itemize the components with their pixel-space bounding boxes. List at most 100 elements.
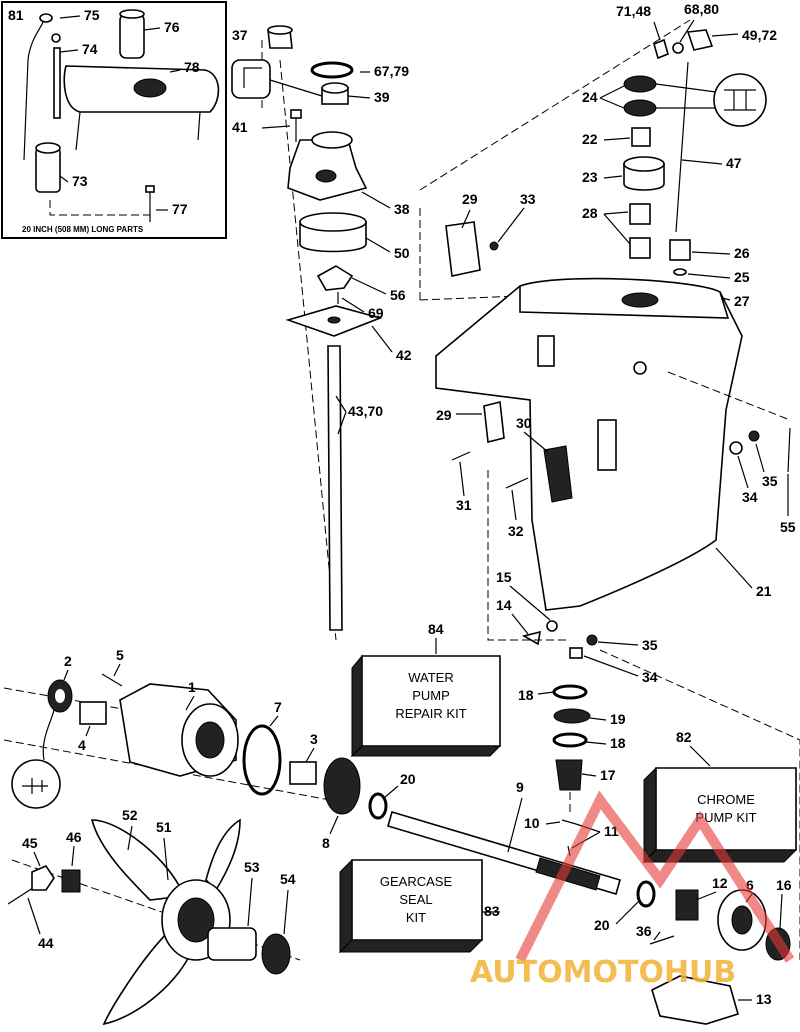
leader-74 [59, 49, 79, 53]
leader-5 [113, 663, 121, 677]
leader-31 [459, 461, 465, 497]
dash-gearcase-left [419, 208, 521, 301]
leader-17 [581, 773, 597, 777]
leader-39 [347, 95, 371, 99]
callout-14: 14 [496, 597, 512, 613]
leader-73 [59, 175, 69, 183]
callout-47: 47 [726, 155, 742, 171]
part-24-seal-b [623, 99, 657, 117]
leader-28a [603, 211, 629, 215]
kit-chrome-pump-face [655, 767, 797, 851]
leader-24a [599, 85, 625, 99]
leader-82 [689, 745, 711, 767]
leader-lube [42, 709, 55, 761]
callout-36: 36 [636, 923, 652, 939]
part-81-cap [39, 13, 53, 23]
part-41-head [290, 109, 302, 119]
leader-35-lower [597, 641, 639, 646]
callout-32: 32 [508, 523, 524, 539]
part-38-port [315, 169, 337, 183]
part-26 [669, 239, 691, 261]
leader-44 [27, 897, 41, 935]
inset-frame [1, 1, 227, 239]
callout-20-upper: 20 [400, 771, 416, 787]
kit-chrome-pump-line2: PUMP KIT [695, 810, 756, 825]
inset-long-parts: 81 75 76 74 78 73 77 20 INCH (508 MM) LO… [1, 1, 227, 239]
part-67-79 [310, 61, 354, 79]
kit-water-pump-side [351, 654, 363, 758]
leader-52 [127, 825, 133, 851]
leader-56 [351, 277, 387, 295]
dash-right [599, 649, 800, 960]
part-46 [61, 869, 81, 893]
callout-84: 84 [428, 621, 444, 637]
leader-26 [691, 251, 731, 255]
leader-10 [545, 821, 561, 825]
part-25 [673, 268, 687, 276]
callout-13: 13 [756, 991, 772, 1007]
leader-30 [523, 431, 549, 453]
propeller-group: 45 46 52 51 53 54 44 [7, 807, 301, 1026]
callout-68-80: 68,80 [684, 1, 719, 17]
part-17 [555, 759, 583, 791]
leader-78 [169, 69, 181, 73]
callout-30: 30 [516, 415, 532, 431]
part-6-bore [731, 905, 753, 935]
kit-water-pump-line1: WATER [408, 670, 454, 685]
callout-41: 41 [232, 119, 248, 135]
leader-8 [329, 815, 339, 835]
part-52-blade-bottom [102, 928, 193, 1026]
leader-45 [33, 851, 41, 867]
leader-25 [687, 273, 731, 279]
part-37-top [267, 25, 293, 35]
part-35-lower [586, 634, 598, 646]
leader-36 [653, 931, 661, 941]
leader-18-lower [585, 741, 607, 745]
callout-33: 33 [520, 191, 536, 207]
lube-symbol-icon [11, 759, 61, 809]
part-24-seal-a [623, 75, 657, 93]
leader-16 [779, 893, 783, 929]
part-28-b [629, 237, 651, 259]
leader-68-80 [679, 19, 695, 43]
callout-45: 45 [22, 835, 38, 851]
leader-34-upper [737, 455, 749, 489]
callout-39: 39 [374, 89, 390, 105]
leader-34-lower [583, 655, 639, 677]
callout-26: 26 [734, 245, 750, 261]
kit-gearcase-seal-base [338, 939, 484, 953]
callout-29-lower: 29 [436, 407, 452, 423]
callout-52: 52 [122, 807, 138, 823]
dash-top [419, 19, 691, 191]
part-3 [289, 761, 317, 785]
leader-19 [589, 717, 607, 721]
callout-19: 19 [610, 711, 626, 727]
callout-17: 17 [600, 767, 616, 783]
callout-34-lower: 34 [642, 669, 658, 685]
part-21-deck-port [621, 292, 659, 308]
watermark: AUTOMOTOHUB [470, 790, 795, 990]
part-20-lower [636, 880, 656, 908]
leader-29-upper [461, 209, 471, 229]
leader-54 [283, 889, 289, 935]
part-21-gearcase [435, 285, 743, 611]
leader-18-upper [537, 691, 555, 695]
leader-33 [497, 207, 525, 243]
watermark-logo-mark [515, 790, 795, 963]
leader-76 [143, 27, 161, 31]
part-73 [35, 147, 61, 193]
callout-34-upper: 34 [742, 489, 758, 505]
leader-43a [335, 395, 347, 413]
part-8 [323, 757, 361, 815]
part-18-lower [552, 732, 588, 748]
kit-gearcase-seal-line2: SEAL [399, 892, 432, 907]
leader-3 [305, 747, 315, 763]
part-23-top [623, 156, 665, 172]
leader-41 [261, 125, 291, 129]
part-19 [553, 708, 591, 724]
callout-35-lower: 35 [642, 637, 658, 653]
part-35-upper [748, 430, 760, 442]
kit-gearcase-seal-side [339, 858, 353, 954]
part-32 [505, 477, 529, 489]
leader-69 [341, 297, 365, 313]
